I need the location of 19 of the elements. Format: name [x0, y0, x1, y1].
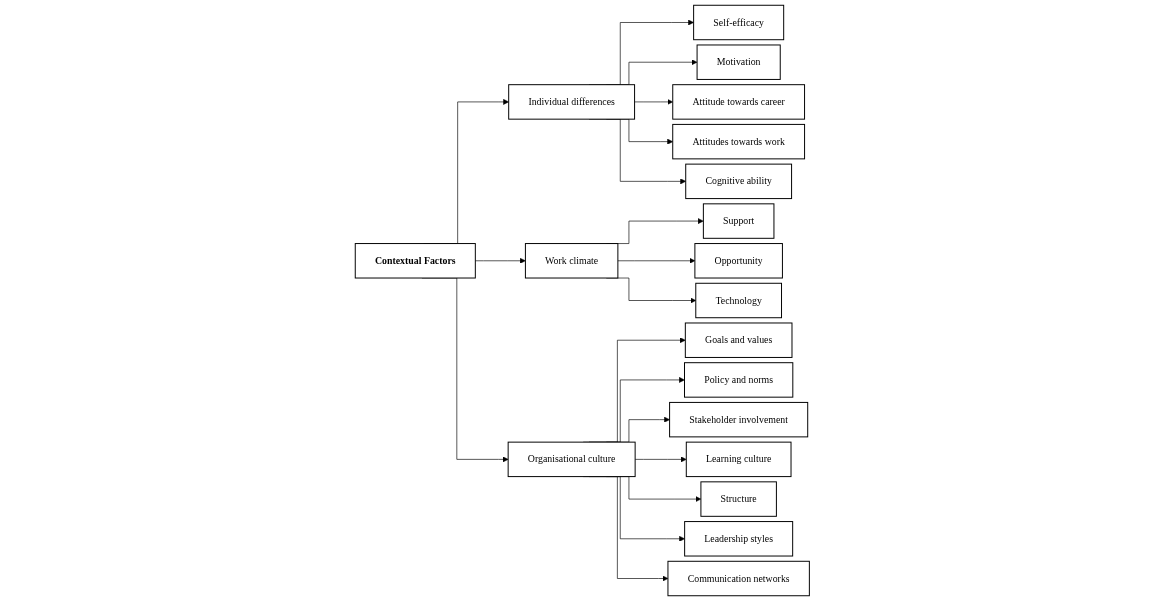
- node-box: Structure: [700, 481, 778, 517]
- node-box: Motivation: [696, 44, 781, 80]
- node-box: Attitudes towards work: [672, 123, 806, 160]
- node-box: Policy and norms: [684, 362, 794, 398]
- node-box: Goals and values: [685, 322, 793, 358]
- node-box: Stakeholder involvement: [669, 401, 809, 438]
- node-box: Technology: [695, 282, 783, 319]
- node-box: Support: [703, 203, 775, 239]
- node-box: Organisational culture: [507, 441, 636, 478]
- node-box: Cognitive ability: [685, 163, 793, 200]
- node-box: Communication networks: [667, 560, 811, 597]
- node-box: Attitude towards career: [672, 84, 806, 120]
- node-box: Work climate: [525, 243, 619, 279]
- node-box: Self-efficacy: [693, 4, 785, 41]
- node-box: Contextual Factors: [354, 243, 476, 279]
- node-box: Individual differences: [508, 84, 636, 120]
- node-box: Leadership styles: [684, 521, 794, 557]
- node-box: Learning culture: [686, 441, 792, 478]
- node-box: Opportunity: [694, 243, 784, 279]
